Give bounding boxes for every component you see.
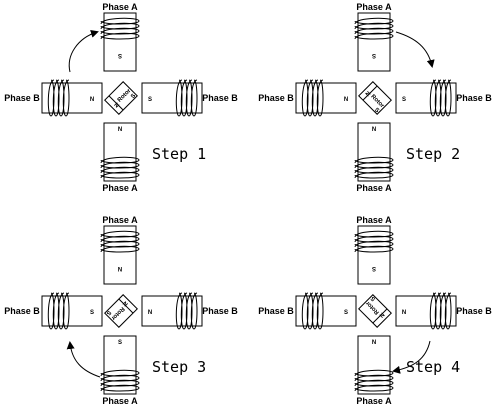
rotation-arrow bbox=[66, 341, 101, 378]
phase-label-top: Phase A bbox=[102, 215, 138, 225]
coil-winding bbox=[47, 292, 70, 330]
stator-pole-top bbox=[103, 225, 137, 285]
rotor-north-label: N bbox=[364, 89, 371, 96]
step-label: Step 2 bbox=[406, 145, 460, 163]
rotor-south-label: S bbox=[370, 295, 377, 302]
stator-pole-bottom bbox=[357, 122, 391, 182]
rotor-body bbox=[104, 294, 138, 328]
coil-winding bbox=[354, 230, 394, 253]
pole-label-bottom: N bbox=[118, 127, 122, 133]
rotor-body bbox=[358, 294, 392, 328]
stator-pole-left bbox=[295, 82, 357, 114]
phase-label-top: Phase A bbox=[356, 215, 392, 225]
phase-label-right: Phase B bbox=[456, 306, 492, 316]
stator-pole-top bbox=[357, 225, 391, 285]
rotor-body bbox=[358, 81, 392, 115]
phase-label-right: Phase B bbox=[456, 93, 492, 103]
phase-label-left: Phase B bbox=[4, 306, 40, 316]
rotor-body bbox=[104, 81, 138, 115]
pole-label-left: S bbox=[344, 310, 348, 316]
coil-winding bbox=[175, 79, 198, 117]
pole-label-top: S bbox=[372, 52, 376, 58]
coil-winding bbox=[301, 79, 324, 117]
stator-pole-bottom bbox=[103, 122, 137, 182]
rotor-north-label: N bbox=[379, 312, 386, 319]
rotation-arrow bbox=[392, 340, 431, 374]
rotor-south-label: S bbox=[105, 309, 112, 316]
coil-winding bbox=[100, 17, 140, 40]
pole-label-right: S bbox=[402, 97, 406, 103]
coil-winding bbox=[175, 292, 198, 330]
coil-winding bbox=[354, 17, 394, 40]
phase-label-top: Phase A bbox=[356, 2, 392, 12]
phase-label-bottom: Phase A bbox=[102, 396, 138, 406]
rotor-north-label: N bbox=[122, 300, 129, 307]
step-label: Step 4 bbox=[406, 358, 460, 376]
pole-label-bottom: S bbox=[118, 340, 122, 346]
coil-winding bbox=[100, 230, 140, 253]
pole-label-top: S bbox=[372, 265, 376, 271]
coil-winding bbox=[354, 156, 394, 179]
stator-pole-top bbox=[357, 12, 391, 72]
phase-label-left: Phase B bbox=[258, 306, 294, 316]
phase-label-right: Phase B bbox=[202, 306, 238, 316]
phase-label-right: Phase B bbox=[202, 93, 238, 103]
pole-label-left: S bbox=[90, 310, 94, 316]
rotation-arrow bbox=[68, 29, 99, 73]
pole-label-right: N bbox=[148, 310, 152, 316]
phase-label-bottom: Phase A bbox=[102, 183, 138, 193]
step-label: Step 3 bbox=[152, 358, 206, 376]
rotor-south-label: S bbox=[373, 107, 380, 114]
phase-label-bottom: Phase A bbox=[356, 396, 392, 406]
pole-label-left: N bbox=[344, 97, 348, 103]
phase-label-top: Phase A bbox=[102, 2, 138, 12]
coil-winding bbox=[429, 79, 452, 117]
coil-winding bbox=[47, 79, 70, 117]
rotor-north-label: N bbox=[112, 102, 119, 109]
stator-pole-left bbox=[41, 295, 103, 327]
coil-winding bbox=[301, 292, 324, 330]
pole-label-top: N bbox=[118, 265, 122, 271]
coil-winding bbox=[429, 292, 452, 330]
stator-pole-top bbox=[103, 12, 137, 72]
rotation-arrow bbox=[395, 31, 435, 68]
step-label: Step 1 bbox=[152, 145, 206, 163]
coil-winding bbox=[100, 156, 140, 179]
pole-label-right: N bbox=[402, 310, 406, 316]
phase-label-left: Phase B bbox=[4, 93, 40, 103]
stator-pole-bottom bbox=[103, 335, 137, 395]
phase-label-bottom: Phase A bbox=[356, 183, 392, 193]
stator-pole-left bbox=[41, 82, 103, 114]
pole-label-top: S bbox=[118, 52, 122, 58]
stator-pole-left bbox=[295, 295, 357, 327]
coil-winding bbox=[100, 369, 140, 392]
pole-label-right: S bbox=[148, 97, 152, 103]
stator-pole-bottom bbox=[357, 335, 391, 395]
pole-label-bottom: N bbox=[372, 127, 376, 133]
pole-label-bottom: N bbox=[372, 340, 376, 346]
phase-label-left: Phase B bbox=[258, 93, 294, 103]
pole-label-left: N bbox=[90, 97, 94, 103]
rotor-south-label: S bbox=[130, 93, 137, 100]
